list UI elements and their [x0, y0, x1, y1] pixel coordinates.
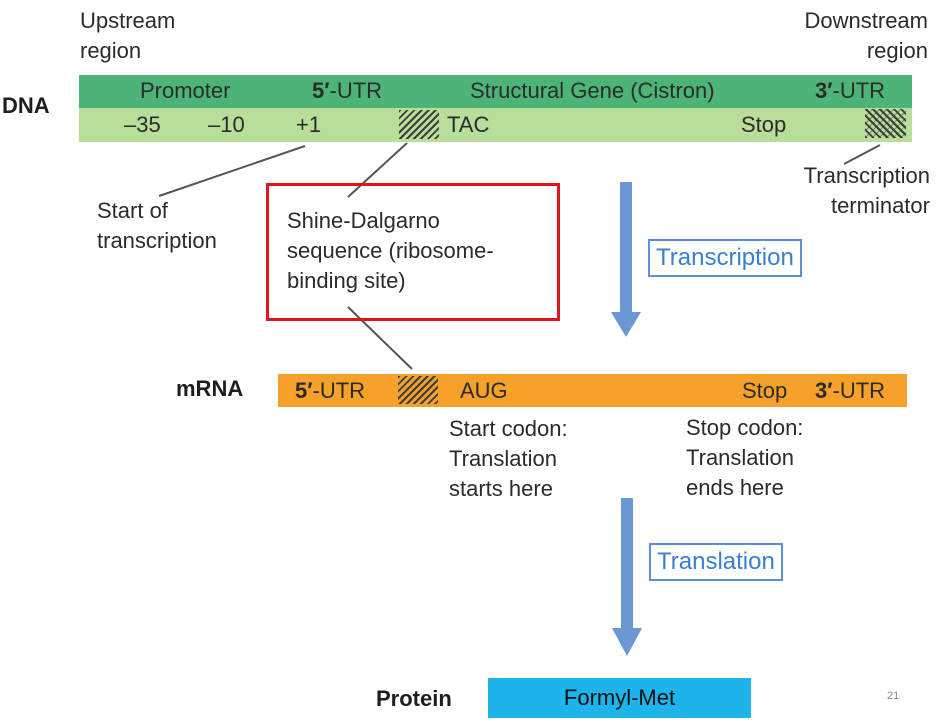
terminator-hatch: [865, 109, 906, 138]
dna-stop-label: Stop: [741, 112, 787, 137]
mrna-stop-label: Stop: [742, 378, 788, 403]
formyl-met-label: Formyl-Met: [563, 685, 676, 710]
start-codon-label: Start codon: Translation starts here: [449, 416, 568, 501]
upstream-region-label: Upstream region: [80, 8, 176, 63]
mrna-shine-dalgarno-hatch: [398, 376, 438, 404]
tac-label: TAC: [447, 112, 490, 137]
protein-band: [488, 678, 751, 718]
aug-label: AUG: [460, 378, 508, 403]
start-of-transcription-label: Start of transcription: [97, 198, 217, 253]
dna-5utr-label: 5′-UTR: [312, 76, 382, 106]
mrna-5utr-label: 5′-UTR: [295, 376, 365, 406]
stop-codon-label: Stop codon: Translation ends here: [686, 415, 804, 500]
translation-arrow: [612, 498, 642, 656]
shine-dalgarno-lower-pointer: [347, 306, 413, 370]
utr-suffix: -UTR: [832, 78, 886, 103]
protein-label: Protein: [376, 686, 452, 711]
dna-shine-dalgarno-hatch: [399, 110, 439, 139]
structural-gene-label: Structural Gene (Cistron): [470, 78, 715, 103]
utr-suffix: -UTR: [312, 378, 366, 403]
shine-dalgarno-label: Shine-Dalgarno sequence (ribosome- bindi…: [287, 208, 494, 293]
transcription-arrow: [611, 182, 641, 337]
start-transcription-pointer: [158, 145, 306, 197]
dna-label: DNA: [2, 93, 50, 118]
promoter-label: Promoter: [140, 78, 231, 103]
mrna-3utr-label: 3′-UTR: [815, 376, 885, 406]
minus35-label: –35: [124, 112, 161, 137]
three-prime-mark: 3′: [815, 378, 833, 403]
dna-3utr-label: 3′-UTR: [815, 76, 885, 106]
dna-band-lower: [79, 108, 912, 142]
mrna-label: mRNA: [176, 376, 244, 401]
three-prime-mark: 3′: [815, 78, 833, 103]
downstream-region-label: Downstream region: [804, 8, 928, 63]
five-prime-mark: 5′: [312, 78, 330, 103]
shine-dalgarno-upper-pointer: [347, 142, 408, 198]
transcription-process-label: Transcription: [648, 239, 802, 277]
plus1-label: +1: [296, 112, 322, 137]
minus10-label: –10: [208, 112, 245, 137]
shine-dalgarno-highlight-box: [266, 183, 560, 321]
mrna-band: [278, 374, 907, 407]
utr-suffix: -UTR: [832, 378, 886, 403]
slide-number: 21: [887, 690, 900, 702]
translation-process-label: Translation: [649, 543, 783, 581]
terminator-pointer: [843, 144, 881, 165]
transcription-terminator-label: Transcription terminator: [803, 163, 930, 218]
utr-suffix: -UTR: [329, 78, 383, 103]
five-prime-mark: 5′: [295, 378, 313, 403]
dna-band-upper: [79, 75, 912, 108]
